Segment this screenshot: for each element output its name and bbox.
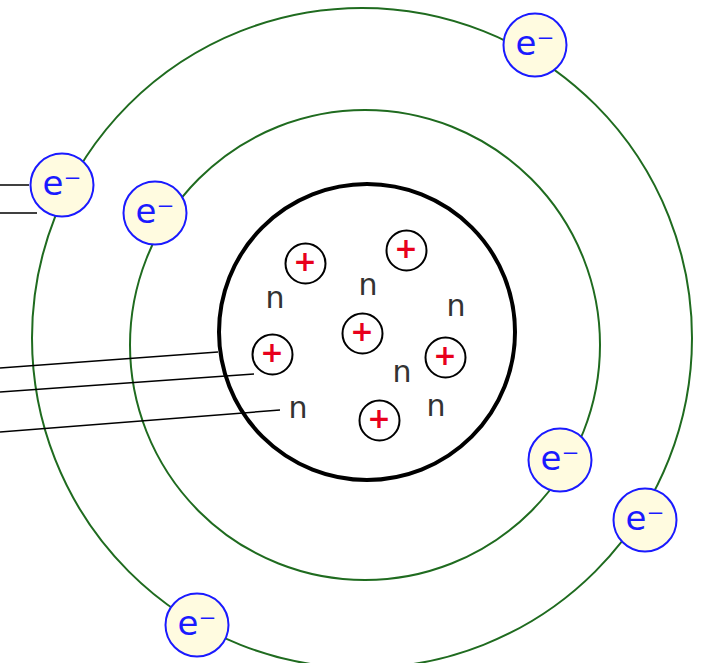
electron-label: e⁻ xyxy=(516,26,555,60)
circle-shape xyxy=(252,334,292,374)
proton-sign: + xyxy=(260,339,283,367)
circle-shape xyxy=(359,400,399,440)
leader-line xyxy=(0,212,37,214)
circle-shape xyxy=(386,230,426,270)
leader-line xyxy=(0,410,280,432)
neutron-label: n xyxy=(288,393,307,423)
proton-circle: + xyxy=(358,399,401,442)
circle-shape xyxy=(425,337,465,377)
proton-sign: + xyxy=(350,318,373,346)
electron-circle: e⁻ xyxy=(502,12,568,78)
electron-circle: e⁻ xyxy=(29,152,95,218)
electron-circle: e⁻ xyxy=(527,427,593,493)
electron-circle: e⁻ xyxy=(612,487,678,553)
circle-shape xyxy=(342,313,382,353)
nucleus xyxy=(219,184,515,480)
inner-shell xyxy=(130,110,600,580)
electron-circle: e⁻ xyxy=(122,180,188,246)
proton-circle: + xyxy=(251,333,294,376)
neutron-label: n xyxy=(446,291,465,321)
proton-circle: + xyxy=(385,229,428,272)
circle-shape xyxy=(504,14,567,77)
circle-shape xyxy=(529,429,592,492)
proton-circle: + xyxy=(341,312,384,355)
electron-circle: e⁻ xyxy=(164,592,230,658)
circle-shape xyxy=(31,154,94,217)
electron-label: e⁻ xyxy=(541,441,580,475)
proton-sign: + xyxy=(293,248,316,276)
neutron-label: n xyxy=(358,270,377,300)
proton-sign: + xyxy=(394,235,417,263)
electron-label: e⁻ xyxy=(626,501,665,535)
circle-shape xyxy=(614,489,677,552)
electron-label: e⁻ xyxy=(178,606,217,640)
neutron-label: n xyxy=(426,391,445,421)
neutron-label: n xyxy=(265,283,284,313)
proton-circle: + xyxy=(284,242,327,285)
circle-shape xyxy=(166,594,229,657)
proton-circle: + xyxy=(424,336,467,379)
leader-line xyxy=(0,374,254,392)
circle-shape xyxy=(285,243,325,283)
circle-shape xyxy=(124,182,187,245)
proton-sign: + xyxy=(367,405,390,433)
proton-sign: + xyxy=(433,342,456,370)
electron-label: e⁻ xyxy=(43,166,82,200)
leader-line xyxy=(0,352,218,368)
leader-line xyxy=(0,184,29,186)
outer-shell xyxy=(32,8,692,663)
electron-label: e⁻ xyxy=(136,194,175,228)
neutron-label: n xyxy=(392,357,411,387)
